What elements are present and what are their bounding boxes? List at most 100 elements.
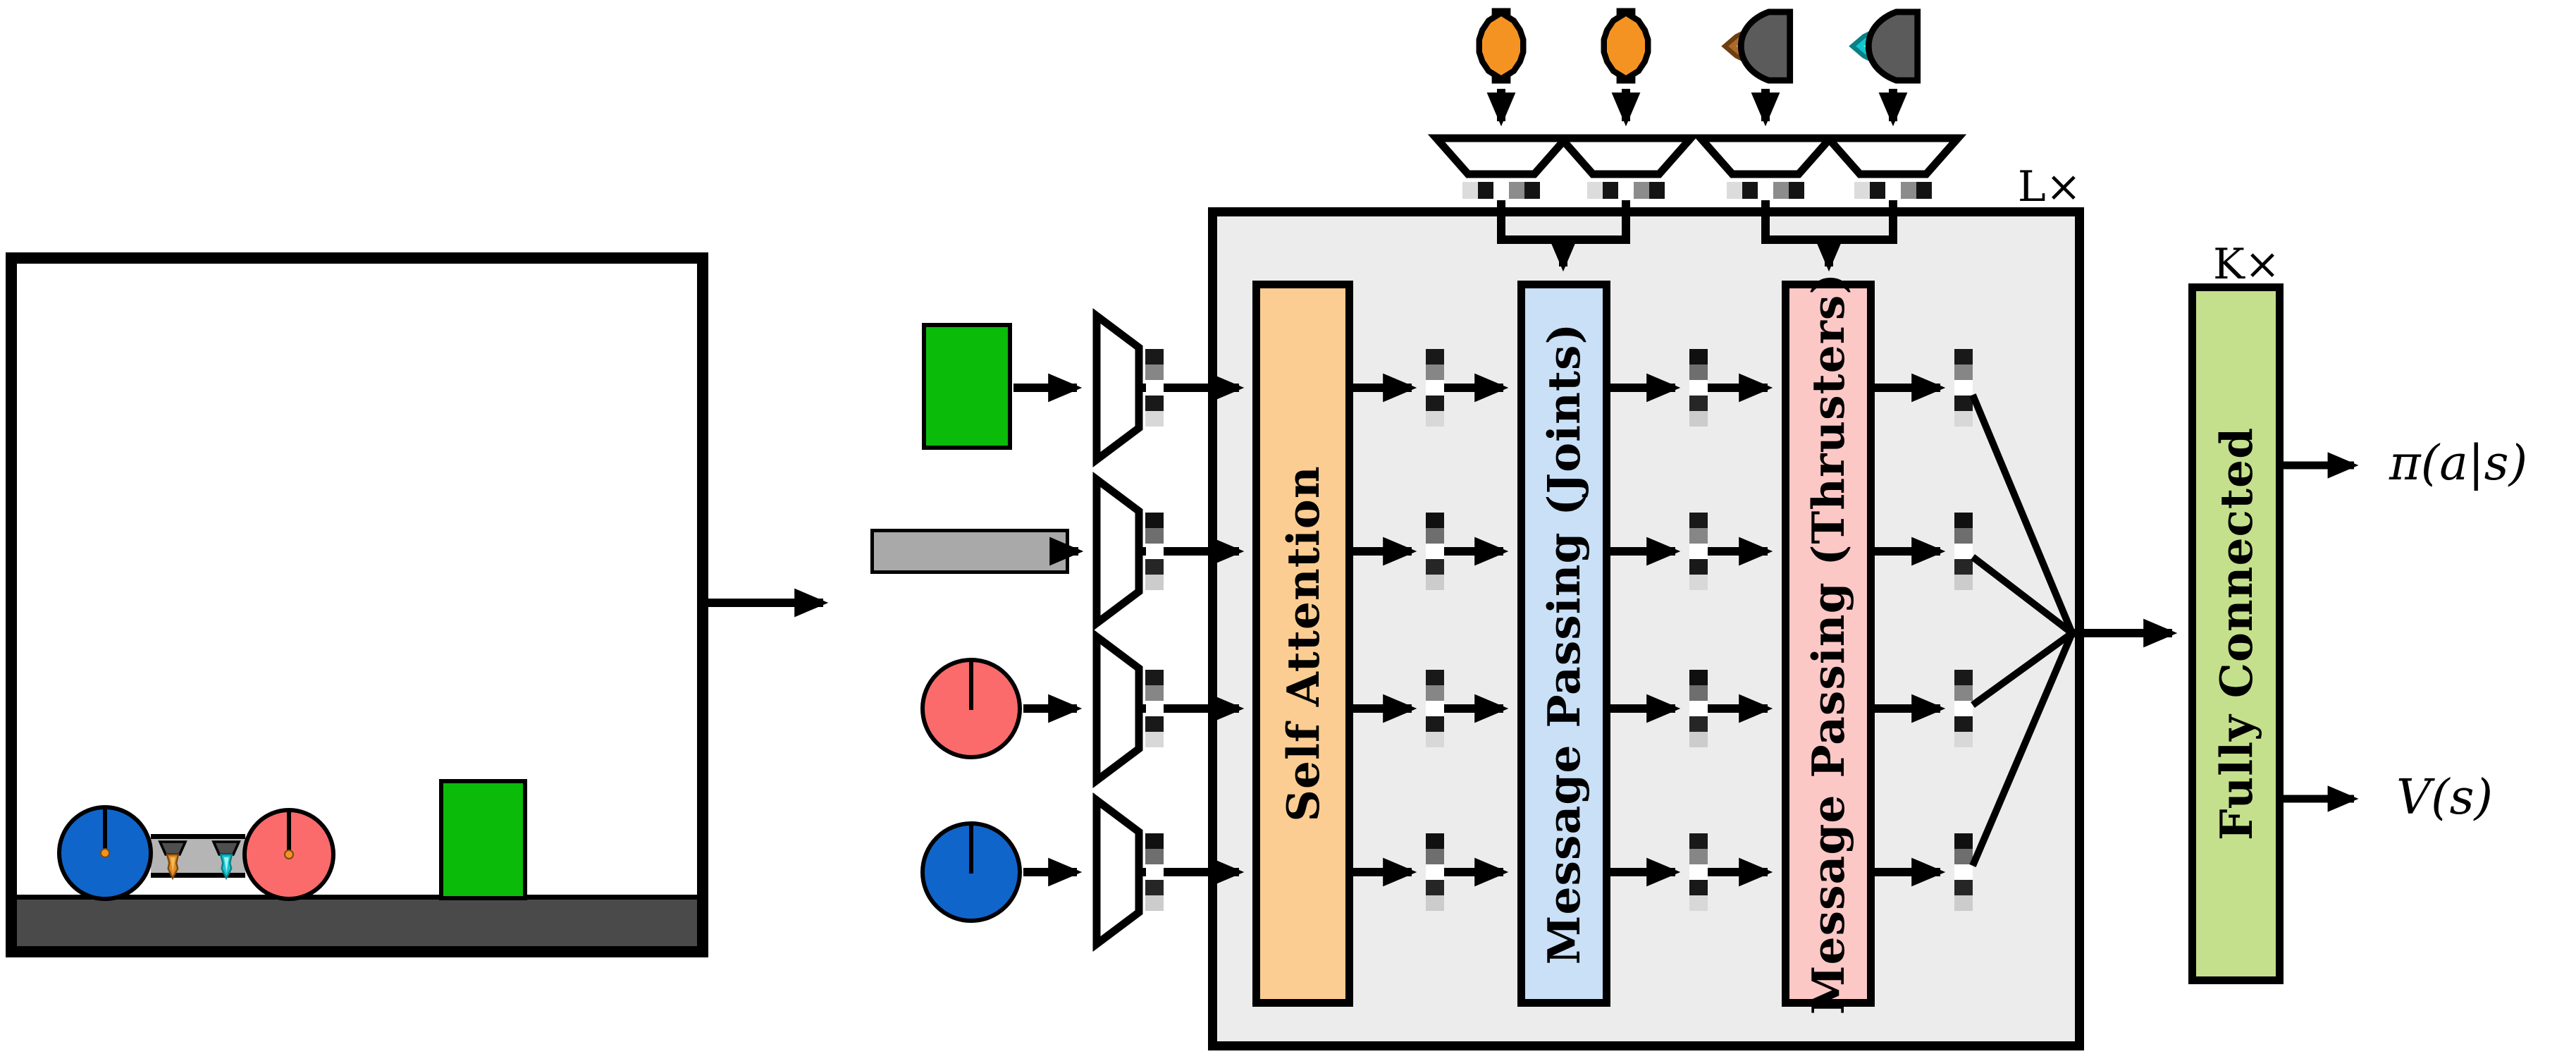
embedding-segment [1689, 559, 1708, 575]
thruster-icon-arrows [1486, 89, 1908, 127]
embedding-segment [1426, 396, 1444, 411]
entity-embedding-r3 [1145, 670, 1164, 747]
embedding-segment [1145, 513, 1164, 528]
embedding-segment [1954, 396, 1973, 411]
embedding-segment [1954, 849, 1973, 864]
embedding-segment [1426, 701, 1444, 716]
embedding-segment [1954, 685, 1973, 701]
embedding-segment [1689, 411, 1708, 427]
embedding-segment [1954, 833, 1973, 849]
embedding-segment [1618, 182, 1634, 199]
embedding-segment [1145, 364, 1164, 380]
embedding-segment [1145, 701, 1164, 716]
input-blue-wheel-spoke [969, 826, 973, 874]
embedding-segment [1493, 182, 1509, 199]
embedding-segment [1689, 349, 1708, 364]
embedding-segment [1145, 544, 1164, 559]
embedding-segment [1462, 182, 1478, 199]
joints-embedding-r3 [1689, 670, 1708, 747]
thruster-embedding-3 [1727, 182, 1804, 199]
embedding-segment [1145, 833, 1164, 849]
blue-wheel-spoke [103, 809, 107, 854]
embedding-segment [1689, 685, 1708, 701]
embedding-segment [1689, 364, 1708, 380]
attention-embedding-r4 [1426, 833, 1444, 911]
embedding-segment [1145, 685, 1164, 701]
embedding-segment [1954, 895, 1973, 911]
vertical-thruster-flame-icon-2 [1601, 8, 1651, 84]
thrusters-embedding-r1 [1954, 349, 1973, 427]
side-thruster-cyan-icon [1849, 8, 1921, 84]
embedding-segment [1689, 732, 1708, 747]
embedding-segment [1145, 732, 1164, 747]
embedding-segment [1758, 182, 1773, 199]
embedding-segment [1426, 864, 1444, 880]
embedding-segment [1885, 182, 1901, 199]
embedding-segment [1689, 864, 1708, 880]
embedding-segment [1954, 716, 1973, 732]
value-output-label: V(s) [2396, 770, 2494, 826]
embedding-segment [1426, 513, 1444, 528]
embedding-segment [1689, 895, 1708, 911]
down-thruster-orange-flame-icon [158, 840, 187, 880]
embedding-segment [1426, 411, 1444, 427]
embedding-segment [1426, 349, 1444, 364]
embedding-segment [1649, 182, 1665, 199]
embedding-segment [1954, 575, 1973, 590]
entity-embedding-r4 [1145, 833, 1164, 911]
green-block [439, 779, 527, 900]
thrusters-embedding-r3 [1954, 670, 1973, 747]
embedding-segment [1145, 528, 1164, 544]
down-thruster-cyan-flame-icon [211, 840, 241, 880]
embedding-segment [1426, 880, 1444, 895]
embedding-segment [1727, 182, 1742, 199]
encoder-loop-label: L× [2017, 162, 2081, 212]
encoder-funnel-r3 [1092, 629, 1143, 788]
embedding-segment [1145, 380, 1164, 396]
embedding-segment [1426, 670, 1444, 685]
embedding-segment [1145, 895, 1164, 911]
embedding-segment [1634, 182, 1649, 199]
embedding-segment [1954, 864, 1973, 880]
embedding-segment [1478, 182, 1493, 199]
embedding-segment [1426, 685, 1444, 701]
embedding-segment [1689, 528, 1708, 544]
embedding-segment [1954, 528, 1973, 544]
joints-embedding-r2 [1689, 513, 1708, 590]
policy-output-label: π(a|s) [2389, 436, 2528, 491]
embedding-segment [1426, 575, 1444, 590]
joints-embedding-r1 [1689, 349, 1708, 427]
embedding-segment [1954, 544, 1973, 559]
self-attention-label: Self Attention [1276, 465, 1329, 822]
embedding-segment [1689, 575, 1708, 590]
attention-embedding-r3 [1426, 670, 1444, 747]
message-passing-thrusters-label: Message Passing (Thrusters) [1802, 272, 1854, 1015]
embedding-segment [1773, 182, 1789, 199]
embedding-segment [1870, 182, 1885, 199]
embedding-segment [1509, 182, 1524, 199]
embedding-segment [1426, 833, 1444, 849]
embedding-segment [1954, 364, 1973, 380]
embedding-segment [1954, 349, 1973, 364]
embedding-segment [1689, 849, 1708, 864]
thrusters-embedding-r4 [1954, 833, 1973, 911]
embedding-segment [1901, 182, 1916, 199]
attention-embedding-r1 [1426, 349, 1444, 427]
message-passing-thrusters-module: Message Passing (Thrusters) [1782, 273, 1875, 1015]
embedding-segment [1145, 575, 1164, 590]
self-attention-module: Self Attention [1252, 281, 1353, 1007]
embedding-segment [1954, 411, 1973, 427]
entity-embedding-r1 [1145, 349, 1164, 427]
embedding-segment [1603, 182, 1618, 199]
thruster-embedding-4 [1854, 182, 1932, 199]
attention-embedding-r2 [1426, 513, 1444, 590]
embedding-segment [1426, 732, 1444, 747]
fully-connected-label: Fully Connected [2210, 427, 2262, 841]
output-arrows [2282, 452, 2359, 812]
blue-wheel-axle [100, 848, 110, 858]
fully-connected-module: Fully Connected [2188, 283, 2284, 984]
thruster-embedding-2 [1587, 182, 1665, 199]
embedding-segment [1916, 182, 1932, 199]
embedding-segment [1145, 411, 1164, 427]
embedding-segment [1689, 396, 1708, 411]
